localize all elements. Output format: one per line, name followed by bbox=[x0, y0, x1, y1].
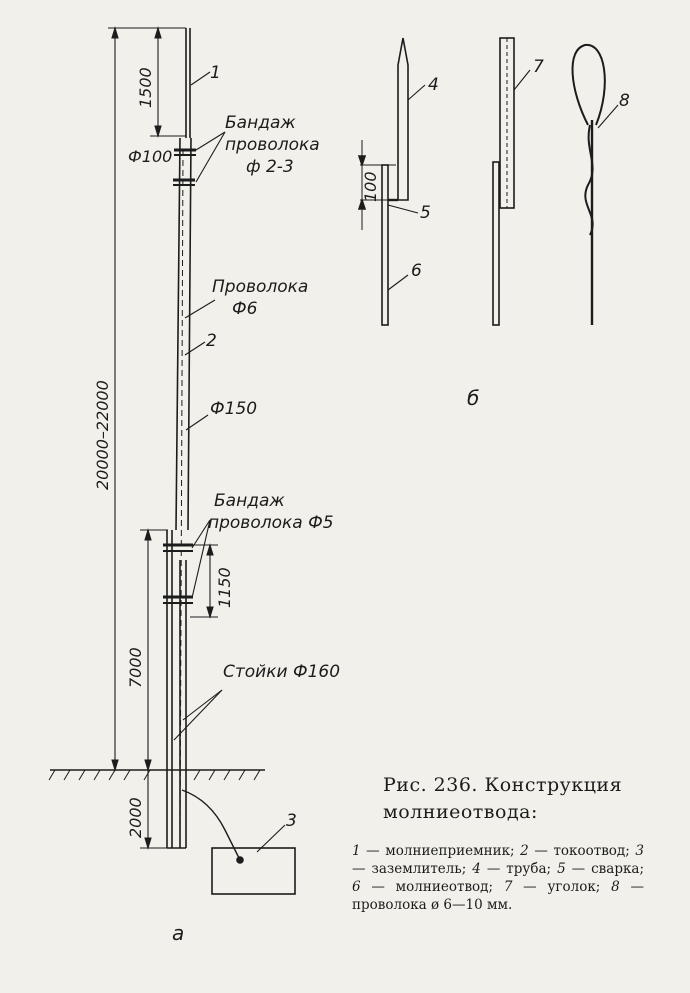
dim-ground: 2000 bbox=[126, 797, 145, 838]
dim-top: 1500 bbox=[136, 67, 155, 108]
legend-item: 6 — молниеотвод; bbox=[352, 879, 494, 895]
view-b-variant-angle bbox=[492, 37, 531, 326]
bandage-lower-line2: проволока Ф5 bbox=[208, 513, 334, 533]
grounding-wire bbox=[181, 789, 241, 861]
posts-label: Стойки Ф160 bbox=[223, 662, 340, 682]
part-3-label: 3 bbox=[286, 811, 297, 831]
view-a-mast bbox=[163, 28, 196, 849]
bandage-upper-line3: ф 2-3 bbox=[246, 157, 294, 177]
legend-item: 2 — токоотвод; bbox=[520, 843, 630, 859]
part-4-label: 4 bbox=[428, 75, 439, 95]
legend-item: 8 — проволока ø 6—10 мм. bbox=[352, 879, 644, 913]
wire-label-line1: Проволока bbox=[212, 277, 308, 297]
figure-caption-legend: 1 — молниеприемник; 2 — токоотвод; 3 — з… bbox=[352, 842, 644, 914]
legend-item: 4 — труба; bbox=[472, 861, 552, 877]
view-a-dimensions bbox=[108, 26, 218, 850]
dim-overlap: 100 bbox=[361, 171, 380, 202]
bandage-upper-line2: проволока bbox=[225, 135, 320, 155]
figure-caption-title: Рис. 236. Конструкция молниеотвода: bbox=[383, 774, 623, 823]
view-b-variant-wire bbox=[571, 43, 619, 325]
ground-electrode bbox=[211, 847, 296, 895]
view-b-label: б bbox=[467, 386, 479, 410]
legend-item: 1 — молниеприемник; bbox=[352, 843, 515, 859]
view-a-label: а bbox=[172, 921, 184, 945]
part-1-label: 1 bbox=[210, 63, 221, 83]
bandage-lower-line1: Бандаж bbox=[214, 491, 285, 511]
view-a-leaders bbox=[173, 71, 286, 853]
legend-item: 3 — заземлитель; bbox=[352, 843, 644, 877]
part-8-label: 8 bbox=[619, 91, 630, 111]
wire-label-line2: Ф6 bbox=[232, 299, 258, 319]
part-7-label: 7 bbox=[533, 57, 544, 77]
diameter-mid-label: Ф150 bbox=[210, 399, 257, 419]
bandage-upper-line1: Бандаж bbox=[225, 113, 296, 133]
view-b-variant-pipe bbox=[357, 37, 426, 326]
dim-lower: 7000 bbox=[126, 647, 145, 688]
legend-item: 7 — уголок; bbox=[503, 879, 601, 895]
part-2-label: 2 bbox=[206, 331, 217, 351]
part-6-label: 6 bbox=[411, 261, 422, 281]
legend-item: 5 — сварка; bbox=[557, 861, 644, 877]
diameter-top-label: Ф100 bbox=[128, 147, 172, 166]
ground-surface bbox=[48, 769, 265, 781]
dim-band-spacing: 1150 bbox=[215, 567, 234, 608]
dim-total: 20000–22000 bbox=[93, 380, 112, 490]
part-5-label: 5 bbox=[420, 203, 431, 223]
